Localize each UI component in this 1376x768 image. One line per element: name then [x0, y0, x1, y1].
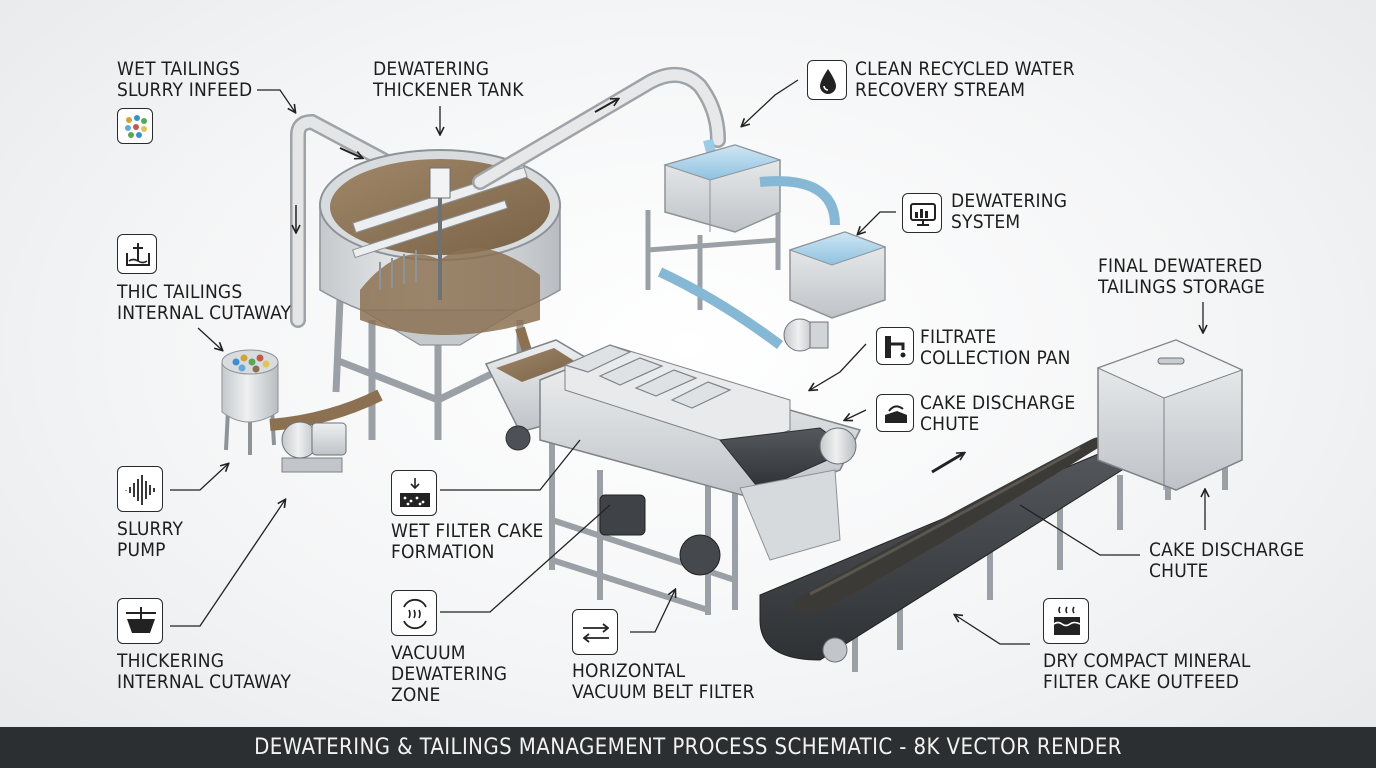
belt-arrows-icon: [572, 609, 618, 655]
final-storage-bin: [1096, 339, 1244, 500]
wet-filter-cake-label: WET FILTER CAKE FORMATION: [391, 521, 544, 563]
filter-cake-icon: [391, 470, 437, 516]
slurry-pump-machine: [269, 389, 383, 473]
cutaway-tank: [221, 349, 279, 455]
infeed-pipe: [290, 113, 440, 328]
wet-tailings-line-2: SLURRY INFEED: [117, 79, 253, 101]
dry-cake-line-1: DRY COMPACT MINERAL: [1043, 650, 1251, 672]
thic-cutaway-line-1: THIC TAILINGS: [117, 281, 243, 303]
dry-cake-label: DRY COMPACT MINERAL FILTER CAKE OUTFEED: [1043, 651, 1251, 693]
leader-lines: [170, 79, 1205, 645]
thic-cutaway-line-2: INTERNAL CUTAWAY: [117, 302, 292, 324]
thickering-cutaway-line-2: INTERNAL CUTAWAY: [117, 671, 292, 693]
belt-filter-machine: [539, 344, 862, 615]
belt-filter-label: HORIZONTAL VACUUM BELT FILTER: [572, 661, 755, 703]
final-storage-line-1: FINAL DEWATERED: [1098, 255, 1263, 277]
process-illustration: [170, 67, 1244, 672]
thickener-tank-label: DEWATERING THICKENER TANK: [373, 59, 524, 101]
cake-chute-top-line-2: CHUTE: [920, 413, 980, 435]
cake-icon: [1043, 598, 1089, 644]
slurry-pump-line-2: PUMP: [117, 539, 166, 561]
final-storage-label: FINAL DEWATERED TAILINGS STORAGE: [1098, 256, 1265, 298]
thickener-tank-line-1: DEWATERING: [373, 58, 490, 80]
clean-water-label: CLEAN RECYCLED WATER RECOVERY STREAM: [855, 59, 1075, 101]
vacuum-swirl-icon: [391, 590, 437, 636]
dry-cake-line-2: FILTER CAKE OUTFEED: [1043, 671, 1240, 693]
soundwave-icon: [117, 466, 163, 512]
water-drop-icon: [807, 60, 847, 100]
thickener-tank-line-2: THICKENER TANK: [373, 79, 524, 101]
clean-water-line-2: RECOVERY STREAM: [855, 79, 1026, 101]
dewatering-system-line-1: DEWATERING: [951, 190, 1068, 212]
thickering-cutaway-line-1: THICKERING: [117, 650, 225, 672]
slurry-pump-label: SLURRY PUMP: [117, 519, 183, 561]
cake-chute-right-line-1: CAKE DISCHARGE: [1149, 539, 1305, 561]
filtrate-pan-line-2: COLLECTION PAN: [920, 347, 1071, 369]
cake-chute-right-label: CAKE DISCHARGE CHUTE: [1149, 540, 1304, 582]
pipe-faucet-icon: [876, 327, 914, 365]
colored-particles-icon: [117, 108, 153, 144]
cake-chute-top-label: CAKE DISCHARGE CHUTE: [920, 393, 1075, 435]
vacuum-zone-line-3: ZONE: [391, 684, 441, 706]
monitor-chart-icon: [902, 193, 942, 233]
footer-caption: DEWATERING & TAILINGS MANAGEMENT PROCESS…: [0, 727, 1376, 768]
dewatering-water-tank: [657, 176, 887, 352]
belt-filter-line-1: HORIZONTAL: [572, 660, 686, 682]
wet-tailings-line-1: WET TAILINGS: [117, 58, 241, 80]
thickener-tank: [319, 149, 561, 440]
wet-filter-cake-line-1: WET FILTER CAKE: [391, 520, 544, 542]
filtrate-pan-label: FILTRATE COLLECTION PAN: [920, 327, 1071, 369]
cake-chute-right-line-2: CHUTE: [1149, 560, 1209, 582]
dewatering-system-line-2: SYSTEM: [951, 211, 1021, 233]
tank-agitator-icon: [117, 234, 157, 274]
thickering-cutaway-label: THICKERING INTERNAL CUTAWAY: [117, 651, 291, 693]
clean-water-line-1: CLEAN RECYCLED WATER: [855, 58, 1075, 80]
wet-tailings-label: WET TAILINGS SLURRY INFEED: [117, 59, 252, 101]
slurry-pump-line-1: SLURRY: [117, 518, 184, 540]
final-storage-line-2: TAILINGS STORAGE: [1098, 276, 1266, 298]
dewatering-system-label: DEWATERING SYSTEM: [951, 191, 1067, 233]
vacuum-zone-line-1: VACUUM: [391, 642, 466, 664]
cake-chute-icon: [876, 394, 914, 432]
thic-cutaway-label: THIC TAILINGS INTERNAL CUTAWAY: [117, 282, 291, 324]
wet-filter-cake-line-2: FORMATION: [391, 541, 495, 563]
vacuum-zone-line-2: DEWATERING: [391, 663, 508, 685]
clean-water-tank: [645, 144, 782, 310]
belt-filter-line-2: VACUUM BELT FILTER: [572, 681, 755, 703]
thickener-icon: [117, 598, 163, 644]
filtrate-pan-line-1: FILTRATE: [920, 326, 997, 348]
cake-chute-top-line-1: CAKE DISCHARGE: [920, 392, 1076, 414]
vacuum-zone-label: VACUUM DEWATERING ZONE: [391, 643, 507, 706]
discharge-conveyor: [759, 437, 1141, 672]
